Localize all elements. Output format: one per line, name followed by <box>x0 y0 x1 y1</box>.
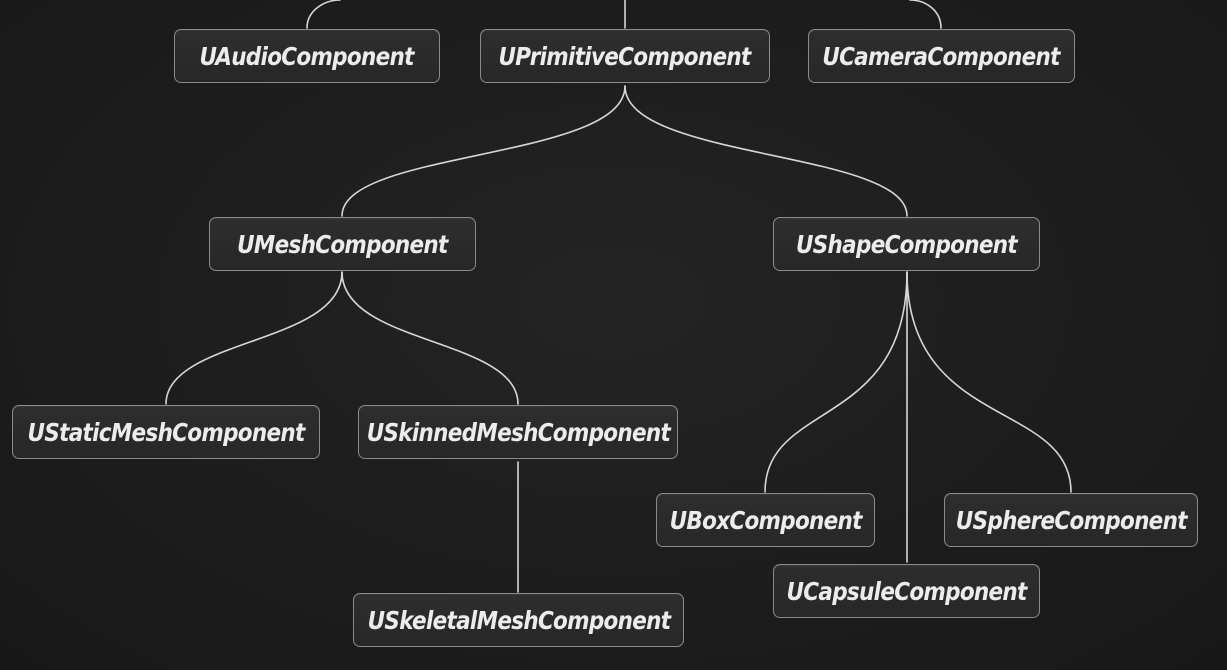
node-uboxcomponent: UBoxComponent <box>656 493 875 547</box>
connector-primitive-to-mesh <box>341 85 626 217</box>
node-label: UCapsuleComponent <box>786 576 1027 606</box>
node-ushapecomponent: UShapeComponent <box>773 217 1040 271</box>
connector-shape-to-sphere <box>906 271 1072 493</box>
node-label: UMeshComponent <box>237 229 448 259</box>
connector-shape-to-box <box>764 271 908 493</box>
node-ucapsulecomponent: UCapsuleComponent <box>773 564 1040 618</box>
node-label: UAudioComponent <box>199 41 415 71</box>
node-ustaticmeshcomponent: UStaticMeshComponent <box>12 405 320 459</box>
node-label: UCameraComponent <box>822 41 1061 71</box>
node-label: UBoxComponent <box>669 505 862 535</box>
node-uaudiocomponent: UAudioComponent <box>174 29 440 83</box>
node-uprimitivecomponent: UPrimitiveComponent <box>480 29 770 83</box>
node-label: UPrimitiveComponent <box>498 41 752 71</box>
node-label: USphereComponent <box>955 505 1188 535</box>
node-ucameracomponent: UCameraComponent <box>808 29 1075 83</box>
connector-mesh-to-static-mesh <box>165 271 343 405</box>
connector-primitive-to-shape <box>624 85 908 217</box>
node-uspherecomponent: USphereComponent <box>944 493 1198 547</box>
connector-mesh-to-skinned-mesh <box>341 271 519 405</box>
node-umeshcomponent: UMeshComponent <box>209 217 476 271</box>
node-uskinnedmeshcomponent: USkinnedMeshComponent <box>358 405 678 459</box>
node-label: USkeletalMeshComponent <box>367 605 670 635</box>
node-label: UStaticMeshComponent <box>27 417 305 447</box>
node-uskeletalmeshcomponent: USkeletalMeshComponent <box>353 593 684 647</box>
connector-root-to-camera <box>909 0 942 29</box>
node-label: USkinnedMeshComponent <box>366 417 670 447</box>
node-label: UShapeComponent <box>795 229 1018 259</box>
connector-root-to-audio <box>306 0 341 29</box>
